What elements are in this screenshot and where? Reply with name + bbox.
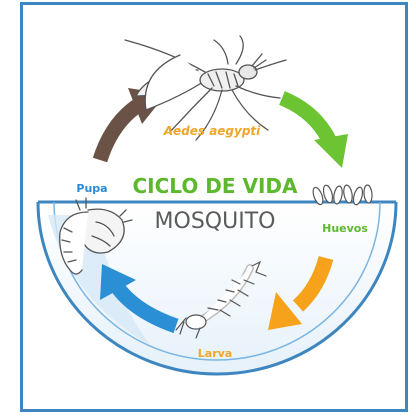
stage-label-larva: Larva bbox=[198, 347, 232, 360]
stage-label-eggs: Huevos bbox=[322, 222, 368, 235]
arrow-adult-to-eggs bbox=[282, 98, 348, 168]
title-line2: MOSQUITO bbox=[155, 209, 276, 234]
stage-label-pupa: Pupa bbox=[76, 182, 107, 195]
stage-label-adult: Aedes aegypti bbox=[163, 124, 261, 138]
title-line1: CICLO DE VIDA bbox=[132, 174, 298, 198]
